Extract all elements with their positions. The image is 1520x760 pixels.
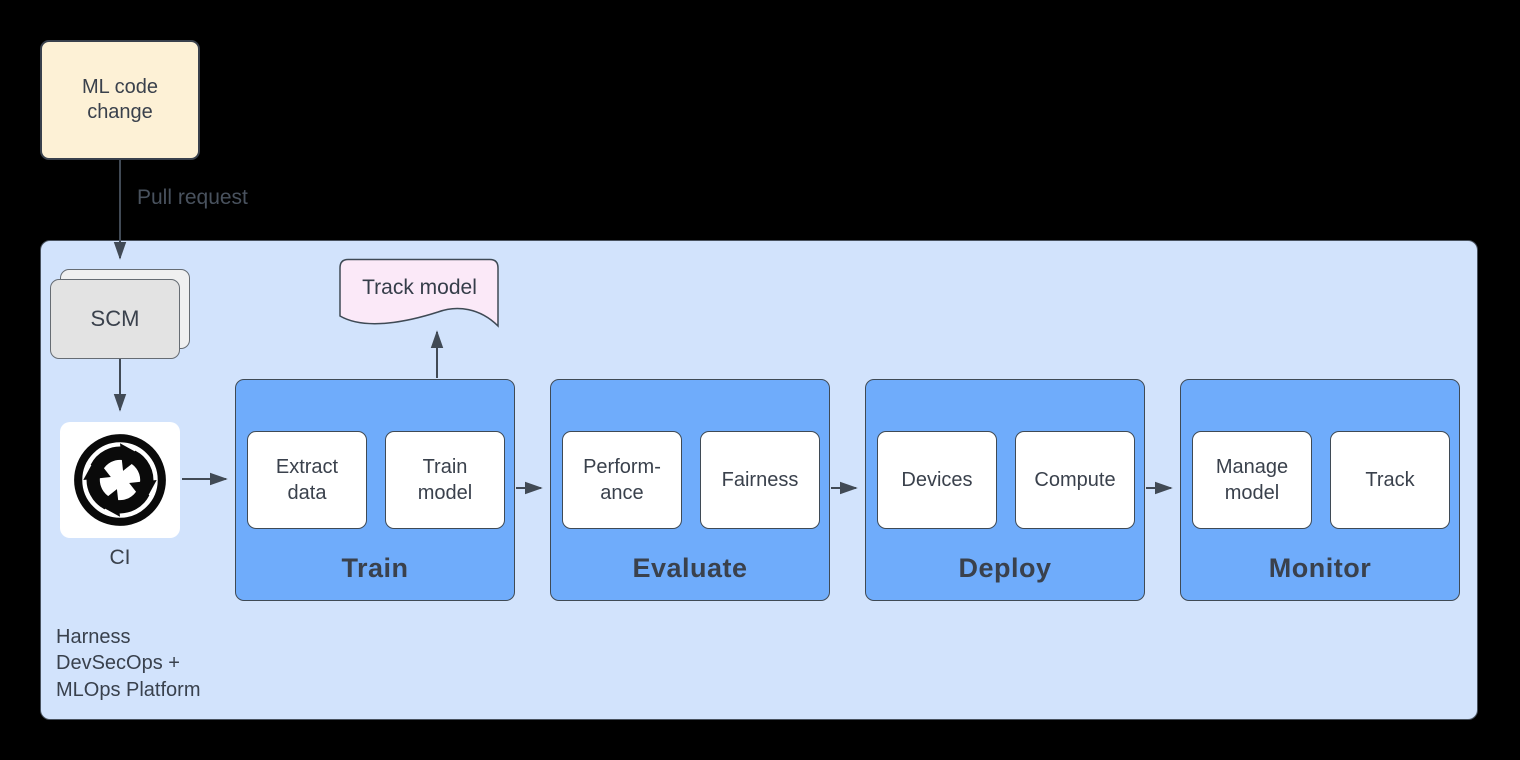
deploy-item-compute: Compute: [1015, 431, 1135, 529]
monitor-item-manage-model: Manage model: [1192, 431, 1312, 529]
scm-node: SCM: [50, 279, 180, 359]
ci-cycle-arrows-icon: [74, 434, 166, 526]
train-item-extract-data: Extract data: [247, 431, 367, 529]
stage-evaluate: Perform- ance Fairness Evaluate: [550, 379, 830, 601]
stage-monitor: Manage model Track Monitor: [1180, 379, 1460, 601]
evaluate-item-performance: Perform- ance: [562, 431, 682, 529]
evaluate-item-fairness: Fairness: [700, 431, 820, 529]
ci-node: [60, 422, 180, 538]
pull-request-label: Pull request: [137, 186, 248, 209]
ci-label: CI: [109, 546, 131, 569]
stage-evaluate-label: Evaluate: [632, 553, 748, 583]
track-model-label: Track model: [362, 276, 477, 299]
train-item-train-model: Train model: [385, 431, 505, 529]
platform-label: Harness DevSecOps + MLOps Platform: [56, 626, 201, 701]
stage-train-label: Train: [341, 553, 409, 583]
stage-deploy: Devices Compute Deploy: [865, 379, 1145, 601]
stage-deploy-label: Deploy: [958, 553, 1052, 583]
monitor-item-track: Track: [1330, 431, 1450, 529]
deploy-item-devices: Devices: [877, 431, 997, 529]
ml-code-change-node: ML code change: [40, 40, 200, 160]
stage-monitor-label: Monitor: [1268, 553, 1372, 583]
stage-train: Extract data Train model Train: [235, 379, 515, 601]
track-model-node: [339, 258, 499, 328]
